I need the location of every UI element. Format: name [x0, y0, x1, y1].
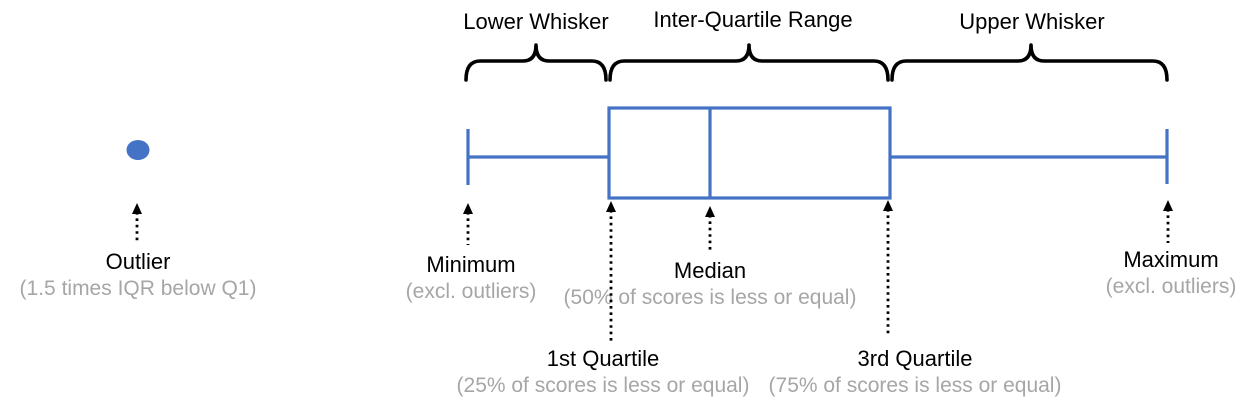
- outlier-annotation: Outlier (1.5 times IQR below Q1): [20, 248, 257, 302]
- iqr-brace-label: Inter-Quartile Range: [653, 7, 853, 32]
- third-quartile-arrow: [883, 200, 893, 334]
- iqr-brace: [608, 43, 890, 82]
- minimum-label: Minimum: [426, 252, 516, 277]
- first-quartile-note: (25% of scores is less or equal): [456, 374, 750, 397]
- lower-whisker-brace-label: Lower Whisker: [463, 9, 609, 34]
- maximum-note: (excl. outliers): [1105, 275, 1237, 298]
- median-annotation: Median (50% of scores is less or equal): [564, 257, 857, 311]
- maximum-annotation: Maximum (excl. outliers): [1106, 246, 1237, 300]
- first-quartile-annotation: 1st Quartile (25% of scores is less or e…: [457, 345, 750, 399]
- outlier-arrow: [132, 203, 142, 244]
- lower-whisker-brace: [464, 43, 608, 82]
- median-arrow: [705, 206, 715, 252]
- third-quartile-label: 3rd Quartile: [857, 346, 973, 371]
- minimum-note: (excl. outliers): [405, 280, 537, 303]
- maximum-arrow: [1163, 200, 1173, 243]
- third-quartile-note: (75% of scores is less or equal): [768, 374, 1062, 397]
- median-label: Median: [673, 258, 747, 283]
- maximum-label: Maximum: [1123, 247, 1219, 272]
- outlier-label: Outlier: [105, 249, 171, 274]
- outlier-point: [126, 140, 150, 160]
- outlier-note: (1.5 times IQR below Q1): [19, 277, 257, 300]
- first-quartile-label: 1st Quartile: [546, 346, 660, 371]
- upper-whisker-brace-label: Upper Whisker: [959, 9, 1105, 34]
- minimum-annotation: Minimum (excl. outliers): [406, 251, 537, 305]
- third-quartile-annotation: 3rd Quartile (75% of scores is less or e…: [769, 345, 1062, 399]
- median-note: (50% of scores is less or equal): [563, 286, 857, 309]
- iqr-box: [607, 106, 892, 200]
- minimum-arrow: [463, 203, 473, 245]
- upper-whisker-brace: [890, 43, 1169, 82]
